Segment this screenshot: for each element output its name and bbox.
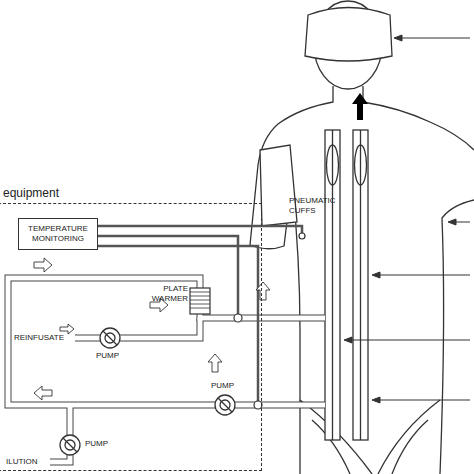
- probes: [234, 233, 305, 409]
- flow-arrows: [34, 258, 270, 400]
- part-label: PNEUMATIC CUFFS: [288, 196, 348, 216]
- node-text: equipment: [3, 186, 59, 200]
- part-label: PLATE WARMER: [145, 284, 189, 304]
- sensor-wires: [98, 226, 302, 401]
- callout-arrows: [344, 35, 470, 403]
- part-label: PUMP: [95, 351, 120, 361]
- part-label: REINFUSATE: [13, 333, 65, 343]
- node-text: TEMPERATURE MONITORING: [23, 224, 93, 244]
- plate-warmer: [190, 288, 210, 314]
- pumps: [60, 328, 235, 455]
- part-label: PUMP: [84, 439, 109, 449]
- part-label: ILUTION: [5, 457, 39, 467]
- temperature-monitor-box: TEMPERATURE MONITORING: [18, 218, 98, 250]
- cooling-cap: [305, 8, 392, 62]
- part-label: PUMP: [210, 381, 235, 391]
- flow-arrow: [352, 93, 368, 120]
